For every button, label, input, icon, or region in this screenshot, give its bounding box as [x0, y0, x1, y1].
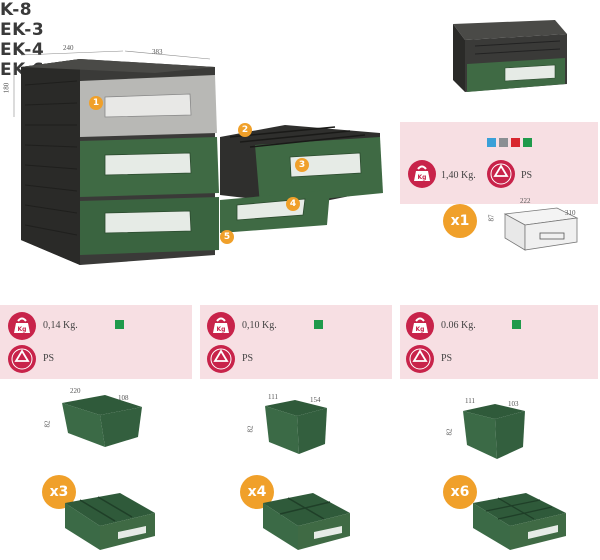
k8-code: K-8: [0, 0, 33, 20]
ek3-weight: 0,14 Kg.: [43, 320, 78, 331]
ek6-dim-a: 111: [465, 397, 475, 405]
ek4-weight-icon: Kg: [207, 312, 235, 340]
ek6-spec-panel: [400, 305, 598, 379]
ek4-dim-c: 82: [246, 425, 255, 433]
ek6-weight: 0.06 Kg.: [441, 320, 476, 331]
callout-5: 5: [220, 230, 234, 244]
k8-recycle-icon: [487, 160, 515, 188]
ek3-dim-c: 82: [43, 420, 52, 428]
ek4-dim-a: 111: [268, 393, 278, 401]
ek6-recycle-icon: [406, 345, 434, 373]
svg-text:Kg: Kg: [418, 174, 427, 181]
k8-weight: 1,40 Kg.: [441, 170, 476, 181]
ek6-quantity: x6: [443, 475, 477, 509]
ek4-drawer-image: [258, 488, 358, 553]
ek6-dim-b: 103: [508, 400, 519, 408]
ek4-dim-b: 154: [310, 396, 321, 404]
ek3-material: PS: [43, 353, 55, 364]
ek4-tray-image: [255, 390, 335, 460]
ek4-color-green: [314, 320, 323, 329]
k8-dim-a: 222: [520, 197, 531, 205]
ek3-drawer-image: [60, 488, 160, 553]
ek3-weight-icon: Kg: [8, 312, 36, 340]
ek6-color-green: [512, 320, 521, 329]
k8-color-gray: [499, 138, 508, 147]
k8-dim-b: 310: [565, 209, 576, 217]
k8-color-red: [511, 138, 520, 147]
k8-weight-icon: Kg: [408, 160, 436, 188]
ek3-tray-image: [50, 385, 150, 455]
svg-text:Kg: Kg: [217, 326, 226, 333]
ek3-color-green: [115, 320, 124, 329]
callout-4: 4: [286, 197, 300, 211]
callout-2: 2: [238, 123, 252, 137]
ek4-material: PS: [242, 353, 254, 364]
k8-drawer-image: [445, 12, 570, 97]
main-height-dim: 180: [2, 82, 11, 94]
k8-material: PS: [521, 170, 533, 181]
main-depth-dim: 383: [152, 48, 163, 56]
main-drawer-unit: [5, 45, 395, 275]
ek3-code: EK-3: [0, 20, 45, 40]
ek6-weight-icon: Kg: [406, 312, 434, 340]
k8-quantity: x1: [443, 204, 477, 238]
callout-1: 1: [89, 96, 103, 110]
ek6-tray-image: [455, 395, 535, 465]
ek3-dim-b: 108: [118, 394, 129, 402]
svg-text:Kg: Kg: [18, 326, 27, 333]
ek6-material: PS: [441, 353, 453, 364]
callout-3: 3: [295, 158, 309, 172]
ek6-drawer-image: [468, 488, 573, 553]
ek3-recycle-icon: [8, 345, 36, 373]
k8-color-blue: [487, 138, 496, 147]
ek4-code: EK-4: [0, 40, 45, 60]
ek4-weight: 0,10 Kg.: [242, 320, 277, 331]
svg-text:Kg: Kg: [416, 326, 425, 333]
k8-tray-image: [495, 200, 585, 255]
ek4-recycle-icon: [207, 345, 235, 373]
k8-color-green: [523, 138, 532, 147]
main-width-dim: 240: [63, 44, 74, 52]
ek6-dim-c: 82: [445, 428, 454, 436]
k8-dim-c: 87: [487, 214, 496, 222]
ek3-dim-a: 220: [70, 387, 81, 395]
